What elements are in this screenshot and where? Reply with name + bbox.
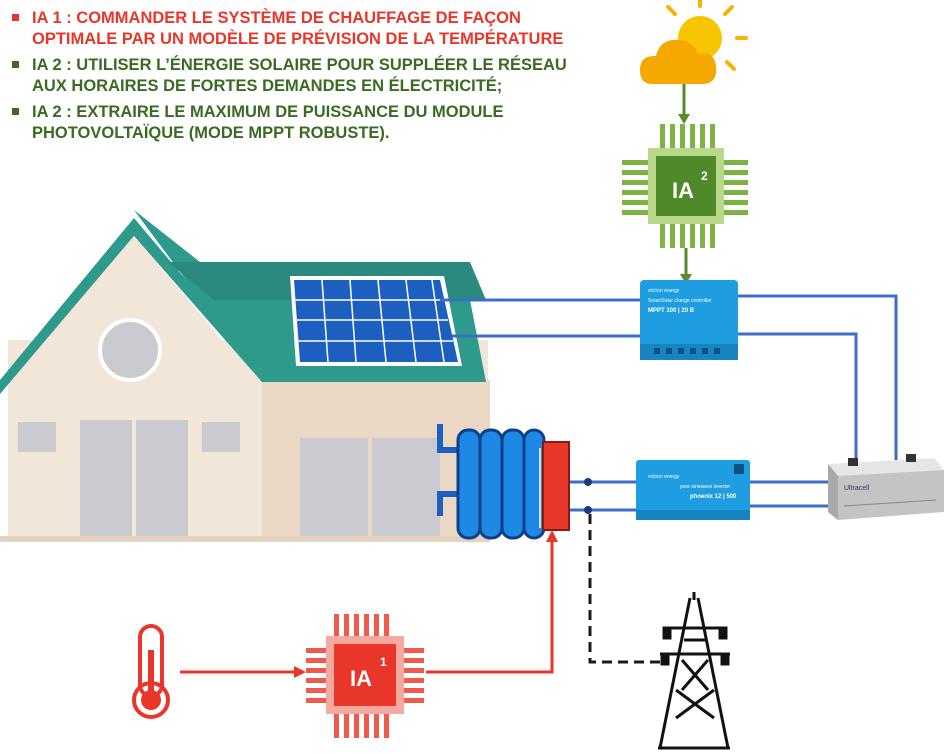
ia1-superscript: 1 — [380, 655, 387, 669]
ia1-chip-icon: IA 1 — [306, 614, 424, 738]
solar-panel-icon — [290, 276, 462, 366]
ia1-to-radiator-arrow — [426, 540, 554, 674]
ia2-chip-icon: IA 2 — [622, 124, 748, 248]
dc-wiring — [440, 294, 898, 512]
inverter-model-line1: pure sinewave inverter — [680, 484, 731, 490]
radiator-icon — [437, 424, 570, 540]
inverter-brand: victron energy — [648, 474, 680, 480]
mppt-brand: victron energy — [648, 288, 680, 294]
ia1-label: IA — [350, 666, 372, 691]
objective-ia2-grid: IA 2 : UTILISER L’ÉNERGIE SOLAIRE POUR S… — [10, 55, 570, 97]
objective-ia1: IA 1 : COMMANDER LE SYSTÈME DE CHAUFFAGE… — [10, 8, 570, 50]
grid-connection-dashed — [588, 514, 662, 664]
objectives-list: IA 1 : COMMANDER LE SYSTÈME DE CHAUFFAGE… — [10, 8, 570, 149]
mppt-model-line2: MPPT 100 | 20 B — [648, 308, 695, 314]
ia2-superscript: 2 — [701, 169, 708, 183]
mppt-model-line1: SmartSolar charge controller — [648, 298, 712, 304]
house-illustration — [0, 210, 490, 542]
objective-ia2-mppt: IA 2 : EXTRAIRE LE MAXIMUM DE PUISSANCE … — [10, 102, 570, 144]
battery-device: Ultracell — [828, 454, 944, 520]
inverter-device: victron energy pure sinewave inverter ph… — [636, 460, 750, 520]
inverter-model-line2: phoenix 12 | 500 — [690, 494, 737, 500]
bullet-square-icon — [12, 14, 19, 21]
bullet-square-icon — [12, 61, 19, 68]
battery-brand: Ultracell — [844, 485, 870, 492]
ia2-label: IA — [672, 178, 694, 203]
power-pylon-icon — [658, 592, 730, 750]
sun-cloud-icon — [640, 0, 748, 84]
mppt-charge-controller: victron energy SmartSolar charge control… — [640, 280, 738, 360]
thermometer-icon — [132, 624, 170, 719]
bullet-square-icon — [12, 108, 19, 115]
